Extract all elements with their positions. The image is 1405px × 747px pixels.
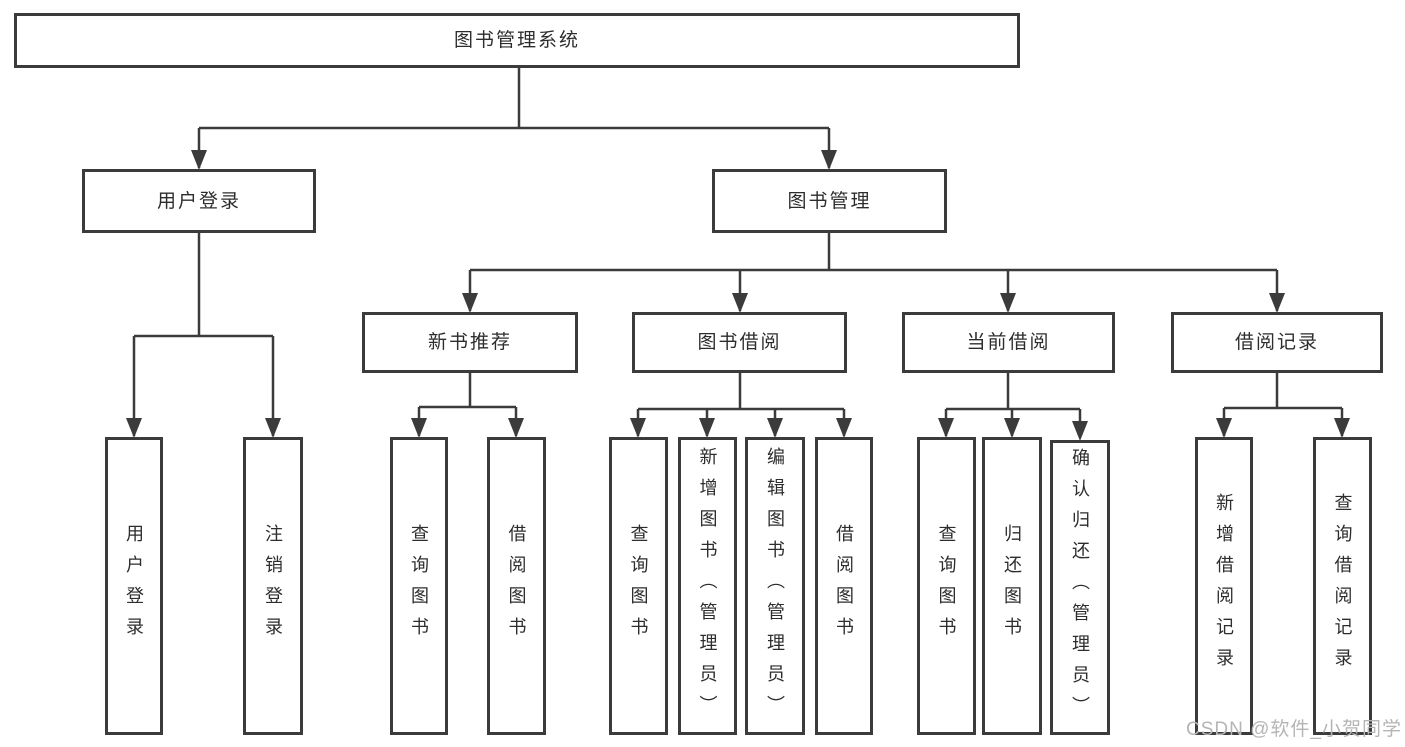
leaf-label: 归还图书	[1002, 524, 1022, 648]
leaf-add-borrow-record: 新增借阅记录	[1195, 437, 1253, 735]
node-label: 图书管理系统	[453, 30, 580, 51]
leaf-query-books-rec: 查询图书	[390, 437, 448, 735]
leaf-confirm-return-admin: 确认归还（管理员）	[1050, 440, 1110, 735]
leaf-label: 新增图书（管理员）	[697, 446, 718, 726]
node-label: 新书推荐	[427, 332, 512, 353]
leaf-query-books-borrow: 查询图书	[609, 437, 668, 735]
node-new-book-recommendation: 新书推荐	[362, 312, 578, 373]
arrowhead-icons	[126, 150, 1350, 441]
leaf-user-login: 用户登录	[105, 437, 163, 735]
leaf-label: 新增借阅记录	[1214, 493, 1234, 679]
leaf-add-books-admin: 新增图书（管理员）	[678, 437, 737, 735]
node-label: 图书管理	[787, 190, 872, 212]
leaf-query-borrow-record: 查询借阅记录	[1313, 437, 1372, 735]
leaf-label: 注销登录	[263, 524, 283, 648]
node-current-borrowing: 当前借阅	[902, 312, 1115, 373]
leaf-label: 用户登录	[124, 524, 144, 648]
node-label: 借阅记录	[1234, 332, 1319, 353]
leaf-label: 借阅图书	[506, 524, 527, 648]
leaf-borrow-books-rec: 借阅图书	[487, 437, 546, 735]
node-label: 当前借阅	[966, 332, 1051, 353]
node-label: 图书借阅	[697, 332, 782, 353]
leaf-label: 查询图书	[936, 524, 957, 648]
node-borrowing-records: 借阅记录	[1171, 312, 1383, 373]
leaf-label: 查询借阅记录	[1332, 493, 1353, 679]
leaf-label: 查询图书	[409, 524, 429, 648]
leaf-query-books-current: 查询图书	[917, 437, 976, 735]
node-user-login: 用户登录	[82, 169, 316, 233]
node-label: 用户登录	[156, 190, 241, 212]
leaf-return-books: 归还图书	[982, 437, 1042, 735]
leaf-logout: 注销登录	[243, 437, 303, 735]
node-book-borrowing: 图书借阅	[632, 312, 847, 373]
leaf-borrow-books: 借阅图书	[815, 437, 873, 735]
leaf-label: 借阅图书	[834, 524, 854, 648]
csdn-watermark: CSDN @软件_小贺同学	[1186, 719, 1402, 740]
leaf-label: 查询图书	[628, 524, 649, 648]
leaf-label: 编辑图书（管理员）	[765, 446, 785, 726]
leaf-edit-books-admin: 编辑图书（管理员）	[745, 437, 805, 735]
node-library-management-system: 图书管理系统	[14, 13, 1020, 68]
leaf-label: 确认归还（管理员）	[1070, 448, 1090, 727]
node-book-management: 图书管理	[712, 169, 947, 233]
